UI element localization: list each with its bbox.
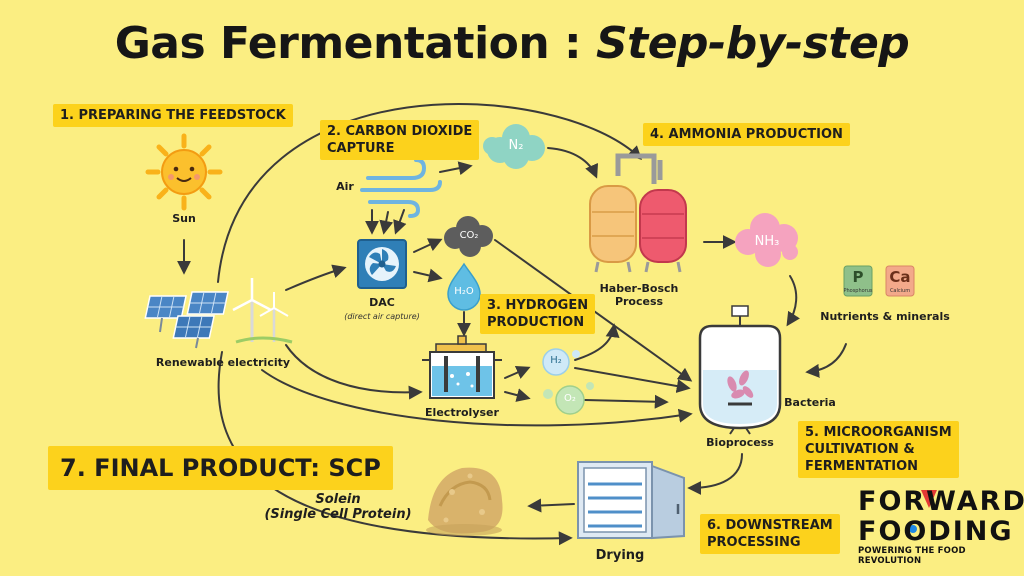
haber-bosch-label: Haber-Bosch Process — [594, 282, 684, 308]
step-3-label: 3. HYDROGEN PRODUCTION — [480, 294, 596, 334]
arrow-air-to-dac-2 — [379, 211, 394, 235]
arrow-electricity-to-dac — [285, 264, 347, 291]
n2-label: N₂ — [508, 138, 524, 153]
dac-sublabel: (direct air capture) — [344, 312, 420, 321]
arrow-dac-to-h2o — [413, 268, 443, 283]
haber-bosch-line-1: Haber-Bosch — [599, 282, 679, 295]
sun-label: Sun — [172, 212, 196, 225]
arrow-drying-to-product — [527, 498, 575, 513]
step-1-label: 1. PREPARING THE FEEDSTOCK — [53, 104, 293, 127]
h2-label: H₂ — [550, 355, 562, 366]
o2-bubble-icon — [543, 382, 594, 415]
arrow-feedstock-to-ammonia — [217, 103, 643, 283]
wind-turbines-icon — [232, 278, 293, 344]
calcium-symbol: Ca — [889, 268, 911, 286]
dryer-icon — [577, 461, 685, 540]
step-2-line-1: 2. CARBON DIOXIDE — [327, 124, 473, 139]
arrow-electricity-to-bioprocess — [261, 369, 693, 427]
brand-tagline: POWERING THE FOOD REVOLUTION — [858, 546, 966, 566]
renewable-electricity-label: Renewable electricity — [155, 356, 291, 369]
title-main: Gas Fermentation : — [114, 18, 582, 69]
brand-line-2: FOODING — [858, 516, 1014, 547]
step-3-line-1: 3. HYDROGEN — [487, 298, 589, 313]
dac-unit-icon — [357, 239, 407, 289]
solein-line-1: Solein — [315, 492, 361, 507]
calcium-tile-icon — [885, 265, 915, 297]
step-6-line-1: 6. DOWNSTREAM — [707, 518, 833, 533]
arrow-electrolyser-to-o2 — [504, 388, 531, 402]
dac-label: DAC — [369, 296, 395, 309]
phosphorus-name: Phosphorus — [843, 288, 873, 294]
bioreactor-icon — [698, 305, 782, 435]
nh3-cloud-icon — [735, 213, 798, 267]
arrow-h2-to-bioprocess — [574, 367, 691, 393]
arrow-air-to-n2 — [439, 161, 473, 176]
step-4-label: 4. AMMONIA PRODUCTION — [643, 123, 850, 146]
n2-cloud-icon — [483, 124, 545, 169]
arrow-air-to-dac-3 — [393, 209, 407, 235]
phosphorus-symbol: P — [852, 268, 864, 286]
drying-label: Drying — [595, 548, 645, 563]
arrow-dac-to-co2 — [413, 238, 443, 253]
title-italic: Step-by-step — [595, 18, 910, 69]
step-5-line-1: 5. MICROORGANISM — [805, 425, 952, 440]
step-2-label: 2. CARBON DIOXIDE CAPTURE — [320, 120, 480, 160]
calcium-name: Calcium — [889, 288, 911, 294]
phosphorus-tile-icon — [843, 265, 873, 297]
arrow-n2-to-haber — [547, 147, 599, 179]
bacteria-label: Bacteria — [784, 396, 836, 409]
brand-logo-mark — [909, 490, 937, 533]
nutrients-label: Nutrients & minerals — [820, 310, 950, 323]
electrolyser-label: Electrolyser — [425, 406, 499, 419]
arrow-h2-to-haber — [574, 323, 620, 361]
arrow-electricity-to-drying — [217, 351, 573, 546]
co2-cloud-icon — [444, 216, 493, 257]
o2-label: O₂ — [564, 393, 576, 404]
step-5-line-2: CULTIVATION & — [805, 442, 915, 457]
arrow-electrolyser-to-h2 — [504, 366, 531, 379]
solar-panels-icon — [144, 291, 229, 349]
page-title: Gas Fermentation : Step-by-step — [0, 18, 1024, 69]
step-2-line-2: CAPTURE — [327, 141, 395, 156]
step-7-label: 7. FINAL PRODUCT: SCP — [48, 446, 393, 490]
electrolyser-icon — [422, 335, 502, 399]
co2-label: CO₂ — [459, 230, 479, 241]
air-icon — [360, 158, 442, 218]
arrow-nutrients-to-bioprocess — [805, 343, 847, 378]
nh3-label: NH₃ — [754, 234, 780, 249]
solein-label: Solein (Single Cell Protein) — [258, 492, 418, 522]
brand-logo: FORWARD FOODING — [858, 487, 1024, 547]
sun-icon — [145, 133, 223, 211]
haber-bosch-tanks-icon — [589, 153, 687, 273]
step-6-line-2: PROCESSING — [707, 535, 801, 550]
arrow-electricity-to-electrolyser — [285, 344, 423, 400]
step-5-line-3: FERMENTATION — [805, 459, 919, 474]
step-5-label: 5. MICROORGANISM CULTIVATION & FERMENTAT… — [798, 421, 959, 478]
h2-bubble-icon — [542, 348, 580, 376]
arrow-nh3-to-bioprocess — [786, 275, 800, 327]
bioprocess-label: Bioprocess — [706, 436, 774, 449]
brand-line-1: FORWARD — [858, 486, 1024, 517]
step-6-label: 6. DOWNSTREAM PROCESSING — [700, 514, 840, 554]
air-label: Air — [336, 180, 354, 193]
arrow-bioprocess-to-drying — [687, 453, 743, 495]
arrow-o2-to-bioprocess — [584, 394, 669, 409]
h2o-label: H₂O — [454, 286, 474, 297]
solein-line-2: (Single Cell Protein) — [264, 507, 412, 522]
step-3-line-2: PRODUCTION — [487, 315, 585, 330]
protein-powder-icon — [426, 467, 503, 536]
haber-bosch-line-2: Process — [614, 295, 664, 308]
water-drop-icon — [447, 262, 481, 311]
